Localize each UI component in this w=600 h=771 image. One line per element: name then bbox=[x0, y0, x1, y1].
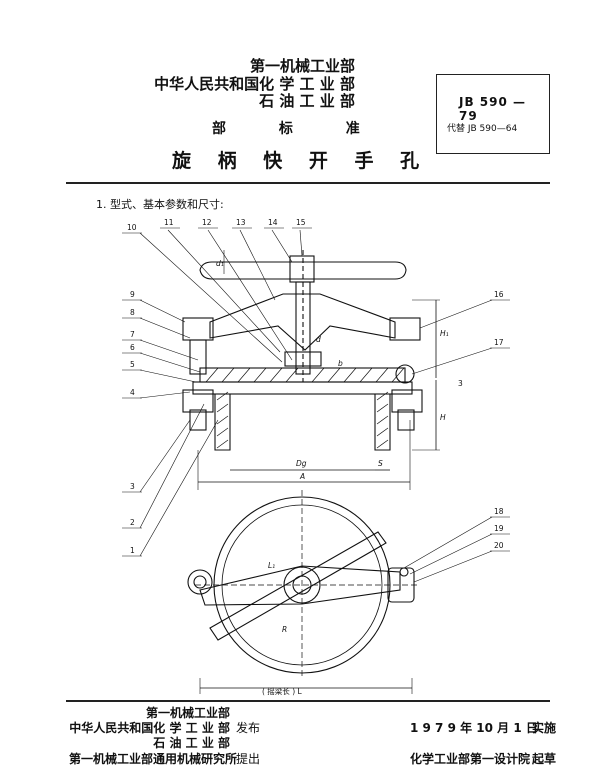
standard-number-box: JB 590 — 79 代替 JB 590—64 bbox=[436, 74, 550, 154]
dim-3: 3 bbox=[458, 379, 463, 388]
callout-3: 3 bbox=[130, 482, 135, 491]
callout-5: 5 bbox=[130, 360, 135, 369]
callout-12: 12 bbox=[202, 218, 212, 227]
ministry-line-3: 石 油 工 业 部 bbox=[259, 92, 355, 110]
issued-label: 发布 bbox=[236, 721, 261, 735]
callout-1: 1 bbox=[130, 546, 135, 555]
yoke-arm bbox=[209, 293, 396, 351]
screw-rod bbox=[295, 281, 311, 375]
callout-19: 19 bbox=[494, 524, 504, 533]
neck-right bbox=[374, 394, 391, 451]
plan-yoke bbox=[199, 565, 401, 606]
dim-a: A bbox=[299, 472, 305, 481]
dim-s: S bbox=[378, 459, 383, 468]
callout-18: 18 bbox=[494, 507, 504, 516]
callout-10: 10 bbox=[127, 223, 137, 232]
callout-9: 9 bbox=[130, 290, 135, 299]
plan-left-pin bbox=[187, 569, 213, 595]
callout-4: 4 bbox=[130, 388, 135, 397]
header-rule bbox=[66, 182, 550, 184]
right-pin bbox=[395, 364, 415, 384]
proposed-label: 提出 bbox=[236, 752, 261, 766]
issuer-line-2: 中华人民共和国化 学 工 业 部 bbox=[69, 721, 230, 735]
standard-code: JB 590 — 79 bbox=[459, 95, 527, 123]
effective-date: 1 9 7 9 年 10 月 1 日 bbox=[410, 721, 538, 735]
top-nut bbox=[289, 255, 315, 283]
callout-17: 17 bbox=[494, 338, 504, 347]
callout-8: 8 bbox=[130, 308, 135, 317]
callout-16: 16 bbox=[494, 290, 504, 299]
proposer: 第一机械工业部通用机械研究所 bbox=[69, 752, 238, 766]
issuer-line-3: 石 油 工 业 部 bbox=[153, 736, 230, 750]
dim-l1: L₁ bbox=[268, 561, 275, 570]
ministry-line-2: 中华人民共和国化 学 工 业 部 bbox=[154, 75, 355, 93]
dim-h: H bbox=[440, 413, 446, 422]
section-heading: 1. 型式、基本参数和尺寸: bbox=[96, 198, 224, 211]
replaces-standard: 代替 JB 590—64 bbox=[447, 124, 518, 134]
ministry-standard-label: 部 标 准 bbox=[212, 121, 384, 137]
dim-d: d bbox=[316, 335, 321, 344]
left-nut-lower bbox=[182, 389, 214, 413]
flange bbox=[192, 381, 413, 395]
plan-handle bbox=[209, 531, 387, 641]
neck-left bbox=[214, 394, 231, 451]
dim-r: R bbox=[282, 625, 287, 634]
callout-20: 20 bbox=[494, 541, 504, 550]
handle-bar bbox=[199, 261, 407, 280]
document-title: 旋 柄 快 开 手 孔 bbox=[172, 150, 430, 172]
callout-2: 2 bbox=[130, 518, 135, 527]
dim-b: b bbox=[338, 359, 343, 368]
right-nut-lower bbox=[391, 389, 423, 413]
dim-d1: d₁ bbox=[216, 259, 224, 268]
callout-14: 14 bbox=[268, 218, 278, 227]
callout-15: 15 bbox=[296, 218, 306, 227]
footer-rule bbox=[66, 700, 550, 702]
drafted-label: 起草 bbox=[532, 752, 557, 766]
callout-6: 6 bbox=[130, 343, 135, 352]
dim-dg: Dg bbox=[296, 459, 307, 468]
plan-right-lug bbox=[387, 567, 415, 603]
issuer-line-1: 第一机械工业部 bbox=[145, 706, 230, 720]
callout-7: 7 bbox=[130, 330, 135, 339]
effective-label: 实施 bbox=[532, 721, 557, 735]
right-nut-upper bbox=[389, 317, 421, 341]
dim-h1: H₁ bbox=[440, 329, 449, 338]
ministry-line-1: 第一机械工业部 bbox=[249, 57, 355, 75]
bottom-dimension-label: ( 摇梁长 ) L bbox=[262, 686, 303, 696]
callout-13: 13 bbox=[236, 218, 246, 227]
callout-11: 11 bbox=[164, 218, 174, 227]
drafter: 化学工业部第一设计院 bbox=[410, 752, 531, 766]
